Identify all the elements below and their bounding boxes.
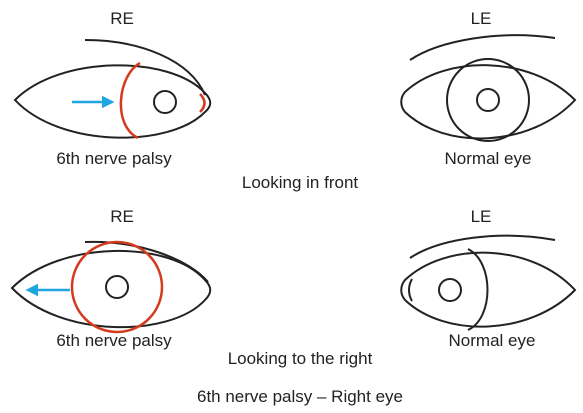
upper-eyelid-crease <box>410 35 555 60</box>
iris-edge <box>468 249 488 330</box>
top-row-caption: Looking in front <box>242 173 359 192</box>
pupil <box>154 91 176 113</box>
bottom-right-eye <box>12 242 210 332</box>
bottom-left-caption: Normal eye <box>449 331 536 350</box>
top-right-caption: 6th nerve palsy <box>56 149 172 168</box>
bottom-left-eye <box>401 236 575 330</box>
bottom-row-caption: Looking to the right <box>228 349 373 368</box>
top-left-caption: Normal eye <box>445 149 532 168</box>
pupil <box>477 89 499 111</box>
top-left-eye <box>401 35 575 141</box>
pupil <box>439 279 461 301</box>
palsy-iris <box>72 242 162 332</box>
bottom-right-caption: 6th nerve palsy <box>56 331 172 350</box>
eye-outline <box>401 65 575 138</box>
top-right-eye-label: RE <box>110 9 134 28</box>
figure-caption: 6th nerve palsy – Right eye <box>197 387 403 406</box>
lateral-canthus-line <box>409 279 412 301</box>
upper-eyelid-crease <box>410 236 555 258</box>
bottom-right-eye-label: RE <box>110 207 134 226</box>
eye-outline <box>15 65 210 137</box>
bottom-left-eye-label: LE <box>471 207 492 226</box>
pupil <box>106 276 128 298</box>
top-left-eye-label: LE <box>471 9 492 28</box>
top-right-eye <box>15 40 210 138</box>
palsy-iris-edge-right <box>200 94 205 112</box>
upper-eyelid-crease <box>85 242 208 282</box>
iris <box>447 59 529 141</box>
palsy-iris-edge <box>121 63 140 138</box>
